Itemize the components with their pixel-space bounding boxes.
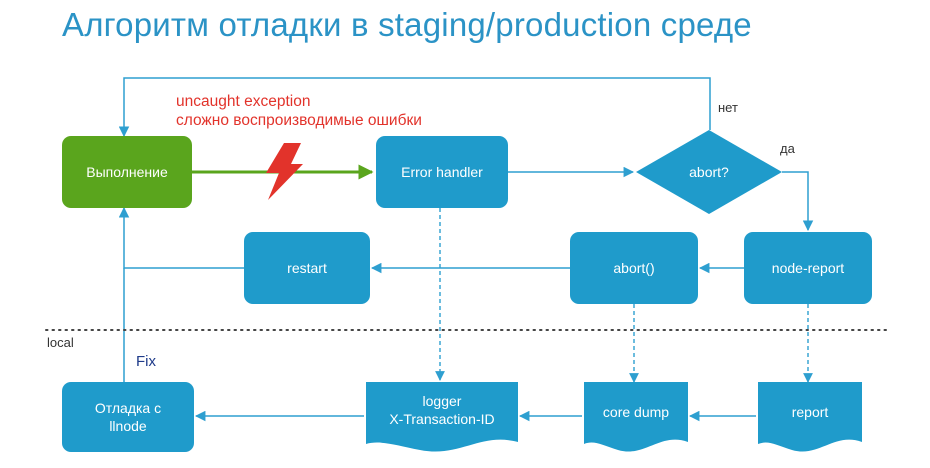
note-hard-to-reproduce: сложно воспроизводимые ошибки	[176, 112, 422, 129]
node-logger: logger X-Transaction-ID	[366, 382, 518, 452]
node-report-label: report	[792, 404, 829, 420]
label-no: нет	[718, 100, 738, 115]
note-uncaught-exception: uncaught exception	[176, 93, 310, 110]
node-restart-label: restart	[287, 260, 327, 276]
edge-yes	[782, 171, 814, 232]
node-execution: Выполнение	[62, 136, 192, 208]
page-title: Алгоритм отладки в staging/production ср…	[62, 6, 752, 43]
node-decision-label: abort?	[689, 164, 729, 180]
node-report: report	[758, 382, 862, 452]
node-logger-line2: X-Transaction-ID	[389, 411, 494, 427]
node-core-dump-label: core dump	[603, 404, 669, 420]
node-decision-abort: abort?	[636, 130, 782, 214]
label-fix: Fix	[136, 353, 156, 370]
node-restart: restart	[244, 232, 370, 304]
label-local: local	[47, 335, 74, 350]
node-node-report: node-report	[744, 232, 872, 304]
node-debug-line1: Отладка с	[95, 400, 161, 416]
edge-no-loop	[118, 77, 711, 138]
node-error-handler: Error handler	[376, 136, 508, 208]
node-debug-llnode: Отладка с llnode	[62, 382, 194, 452]
label-yes: да	[780, 141, 796, 156]
node-abort-call-label: abort()	[613, 260, 654, 276]
node-debug-line2: llnode	[109, 418, 147, 434]
node-logger-line1: logger	[423, 393, 462, 409]
lightning-bolt-icon	[266, 143, 303, 200]
node-abort-call: abort()	[570, 232, 698, 304]
node-error-handler-label: Error handler	[401, 164, 483, 180]
node-execution-label: Выполнение	[86, 164, 168, 180]
edge-restart-to-execution	[118, 206, 244, 269]
node-core-dump: core dump	[584, 382, 688, 452]
node-node-report-label: node-report	[772, 260, 844, 276]
